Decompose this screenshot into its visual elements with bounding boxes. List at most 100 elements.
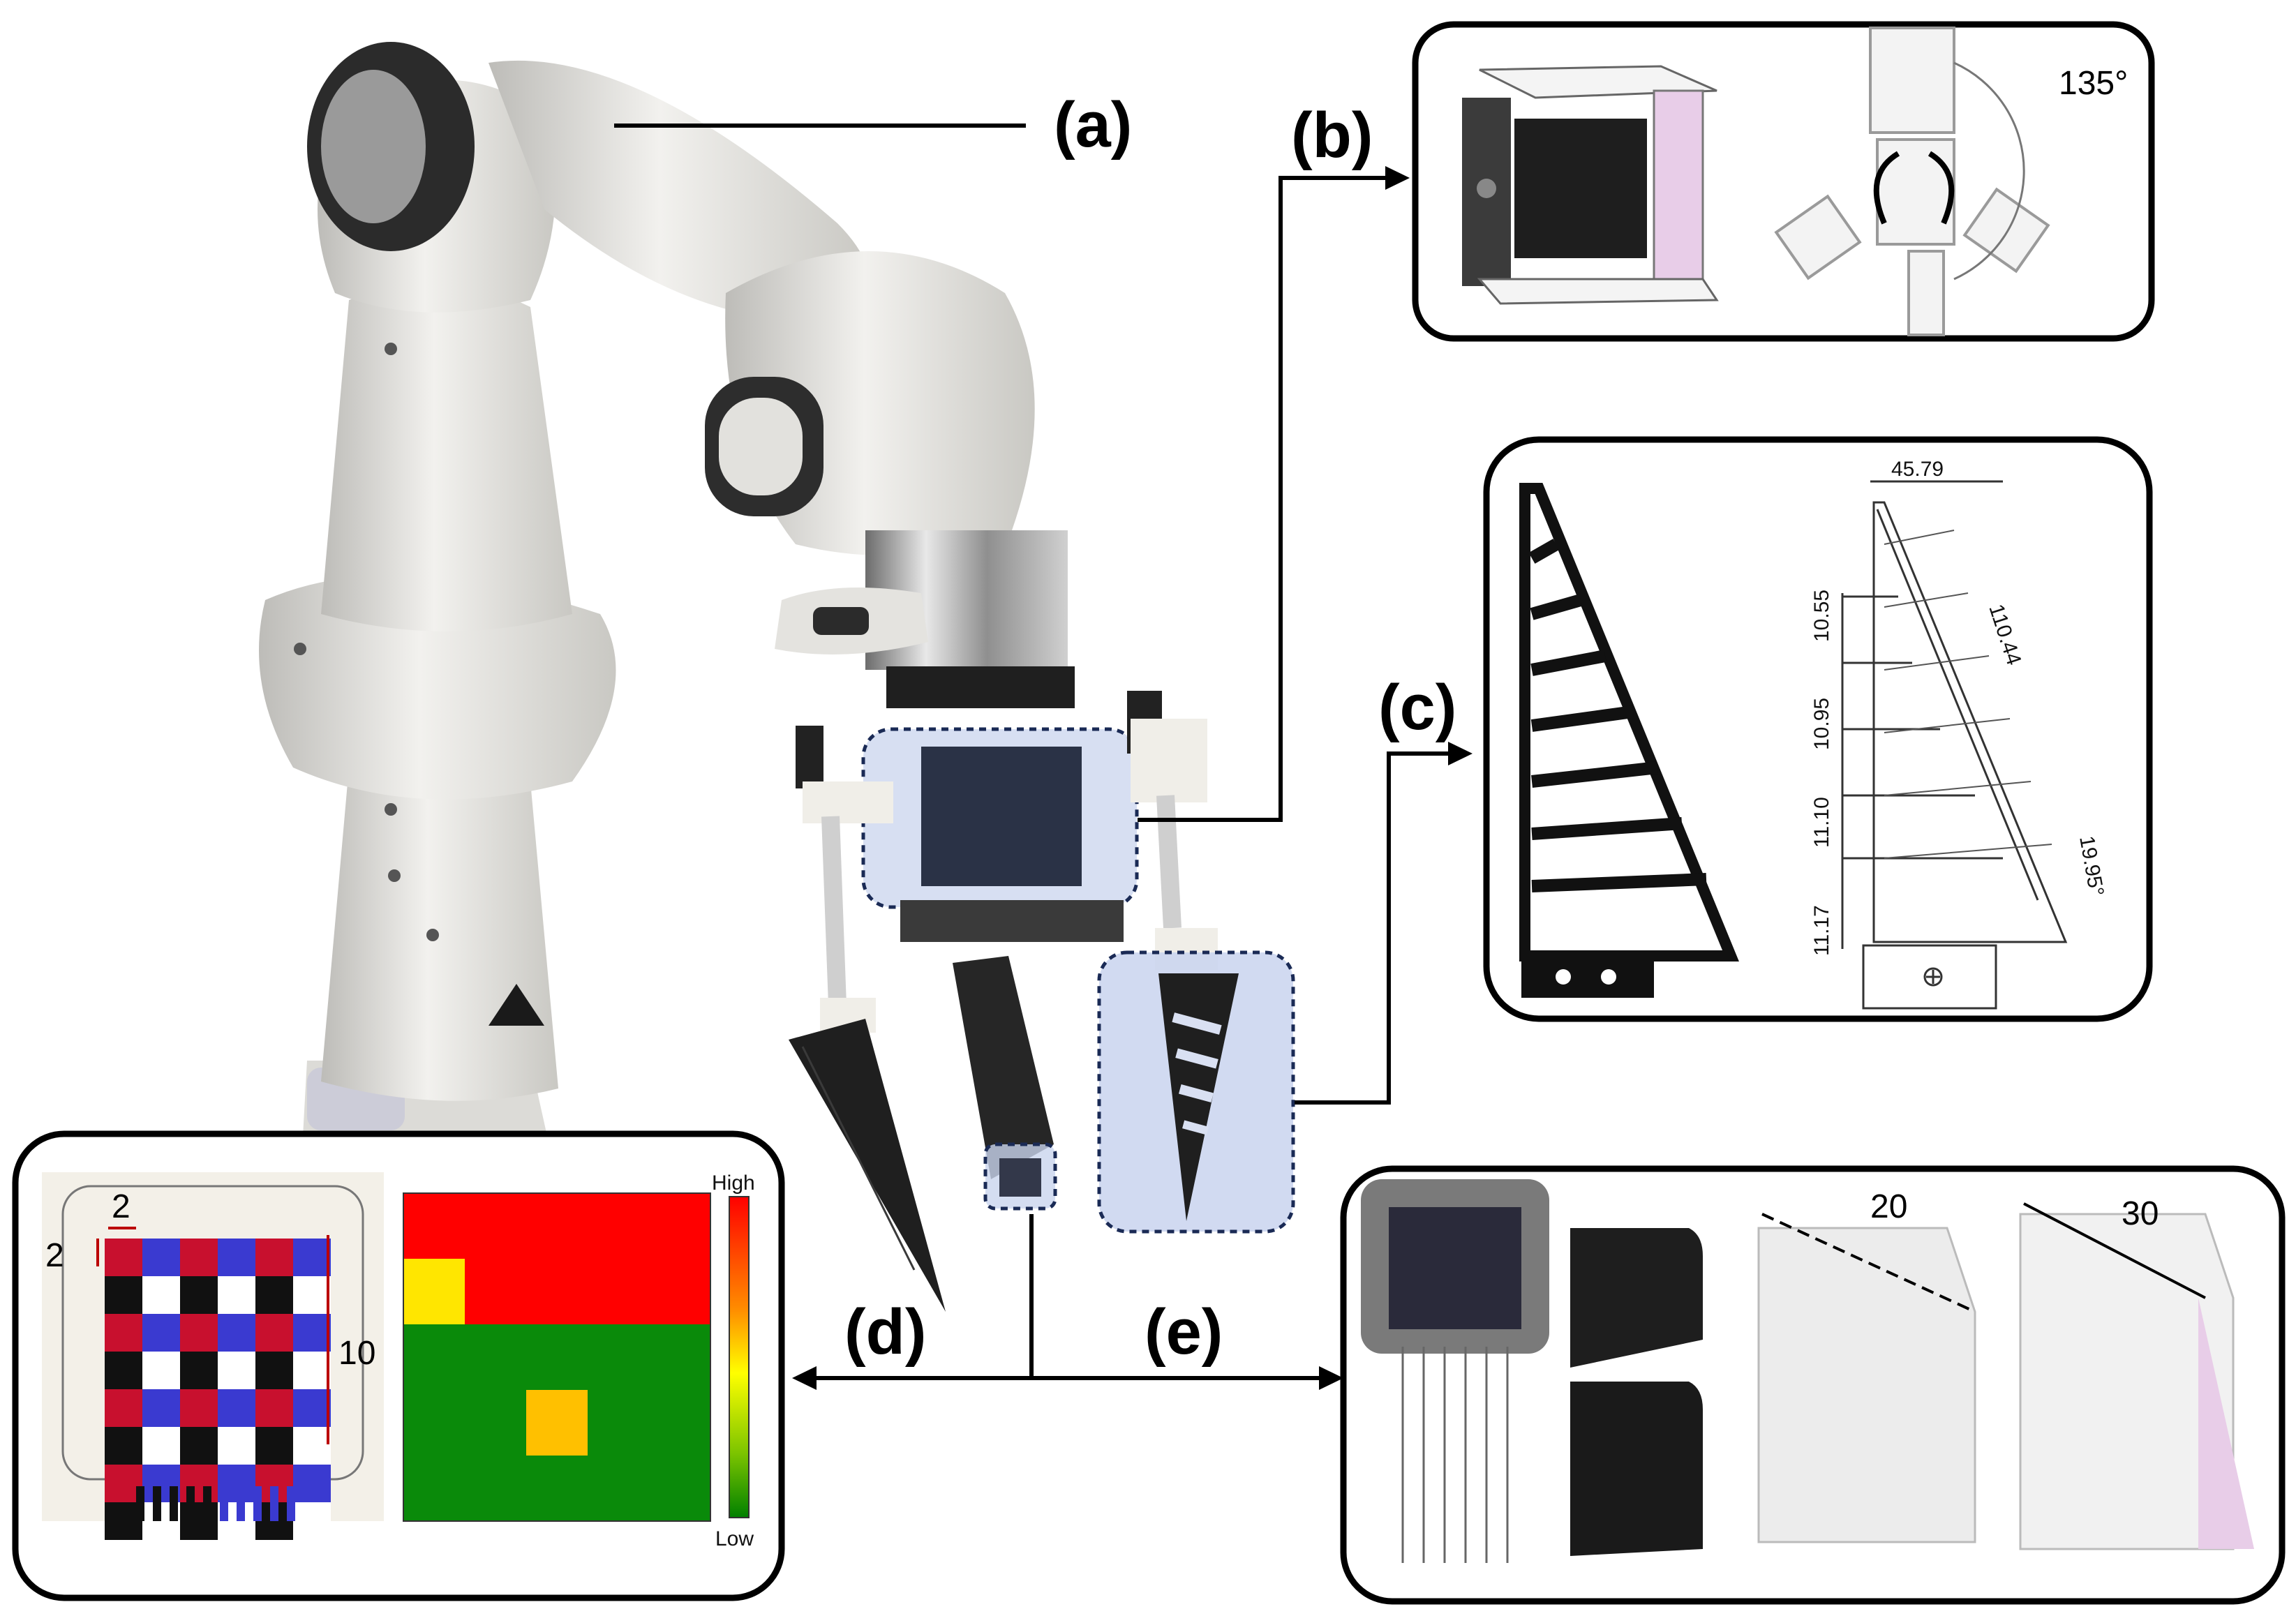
sensor-pins	[136, 1486, 295, 1521]
heatmap-cell	[403, 1324, 465, 1391]
robot-arm-photo	[259, 42, 1075, 1186]
colorbar	[729, 1196, 750, 1518]
sensor-cell	[255, 1314, 293, 1352]
sensor-cell	[142, 1352, 180, 1389]
panel-b-frame	[1412, 21, 2155, 342]
sensor-grid	[105, 1239, 331, 1540]
colorbar-low-label: Low	[715, 1527, 754, 1550]
panel-c-gap-3: 11.10	[1810, 797, 1833, 848]
sensor-cell	[180, 1427, 218, 1465]
heatmap-cell	[465, 1390, 527, 1456]
sensor-cell	[218, 1239, 255, 1276]
sensor-cell	[180, 1352, 218, 1389]
sensor-cell	[180, 1465, 218, 1502]
gripper-mechanism	[789, 691, 1295, 1312]
heatmap-cell	[403, 1193, 465, 1259]
label-e: (e)	[1145, 1296, 1223, 1368]
connector-c	[1295, 751, 1452, 1105]
cell-height-label: 2	[45, 1237, 64, 1274]
panel-b-angle: 135°	[2059, 65, 2128, 102]
sensor-cell	[105, 1352, 142, 1389]
panel-e: (e) 20 30	[1031, 1165, 2286, 1605]
sensor-cell	[293, 1427, 331, 1465]
sensor-cell	[180, 1502, 218, 1540]
sensor-cell	[255, 1239, 293, 1276]
sensor-cell	[255, 1427, 293, 1465]
sensor-cell	[142, 1427, 180, 1465]
sensor-cell	[255, 1389, 293, 1427]
heatmap-cell	[403, 1456, 465, 1522]
pressure-heatmap	[403, 1193, 711, 1522]
heatmap-cell	[588, 1259, 650, 1325]
label-d: (d)	[844, 1296, 926, 1368]
sensor-cell	[293, 1314, 331, 1352]
sensor-cell	[142, 1239, 180, 1276]
heatmap-cell	[526, 1456, 588, 1522]
heatmap-cell	[403, 1390, 465, 1456]
sensor-pin	[270, 1486, 278, 1521]
heatmap-cell	[588, 1324, 650, 1391]
sensor-cell	[105, 1239, 142, 1276]
sensor-cell	[180, 1276, 218, 1314]
sensor-cell	[105, 1276, 142, 1314]
sensor-cell	[293, 1276, 331, 1314]
sensor-cell	[255, 1276, 293, 1314]
heatmap-cell	[526, 1193, 588, 1259]
cell-width-label: 2	[112, 1188, 131, 1225]
heatmap-cell	[526, 1259, 588, 1325]
heatmap-cell	[588, 1390, 650, 1456]
panel-d: (d) 2 2 10 High Low	[12, 1130, 1034, 1601]
sensor-cell	[293, 1465, 331, 1502]
panel-c: (c)	[1295, 436, 2153, 1105]
sensor-pin	[237, 1486, 245, 1521]
sensor-cell	[180, 1389, 218, 1427]
panel-c-gap-1: 10.55	[1810, 590, 1833, 642]
sensor-cell	[142, 1389, 180, 1427]
connector-b	[1138, 176, 1389, 822]
sensor-cell	[218, 1389, 255, 1427]
sensor-cell	[218, 1427, 255, 1465]
panel-c-gap-2: 10.95	[1810, 698, 1833, 750]
panel-c-gap-4: 11.17	[1810, 905, 1833, 956]
sensor-pin	[253, 1486, 262, 1521]
sensor-pin	[170, 1486, 178, 1521]
sensor-cell	[105, 1389, 142, 1427]
dim-20-label: 20	[1870, 1188, 1907, 1225]
label-b: (b)	[1291, 100, 1373, 171]
sensor-pin	[153, 1486, 161, 1521]
sensor-cell	[180, 1239, 218, 1276]
sensor-pin	[220, 1486, 228, 1521]
heatmap-cell	[588, 1193, 650, 1259]
heatmap-cell	[465, 1259, 527, 1325]
heatmap-cell	[526, 1390, 588, 1456]
panel-b: (b) 135°	[1138, 21, 2155, 822]
sensor-cell	[218, 1352, 255, 1389]
sensor-pin	[186, 1486, 195, 1521]
side-length-label: 10	[338, 1335, 375, 1372]
sensor-pin	[203, 1486, 211, 1521]
label-a: (a)	[1054, 89, 1132, 160]
sensor-cell	[255, 1352, 293, 1389]
sensor-pin	[136, 1486, 144, 1521]
sensor-cell	[105, 1427, 142, 1465]
sensor-cell	[142, 1314, 180, 1352]
heatmap-cell	[649, 1324, 711, 1391]
heatmap-cell	[588, 1456, 650, 1522]
label-c: (c)	[1378, 672, 1456, 743]
sensor-cell	[180, 1314, 218, 1352]
dim-30-label: 30	[2122, 1195, 2159, 1232]
heatmap-cell	[526, 1324, 588, 1391]
sensor-cell	[293, 1239, 331, 1276]
sensor-pin	[287, 1486, 295, 1521]
heatmap-cell	[465, 1193, 527, 1259]
sensor-cell	[218, 1314, 255, 1352]
sensor-cell	[105, 1314, 142, 1352]
sensor-cell	[142, 1276, 180, 1314]
sensor-cell	[293, 1502, 331, 1540]
sensor-cell	[218, 1276, 255, 1314]
sensor-cell	[293, 1352, 331, 1389]
heatmap-cell	[649, 1259, 711, 1325]
heatmap-cell	[649, 1193, 711, 1259]
heatmap-cell	[649, 1390, 711, 1456]
